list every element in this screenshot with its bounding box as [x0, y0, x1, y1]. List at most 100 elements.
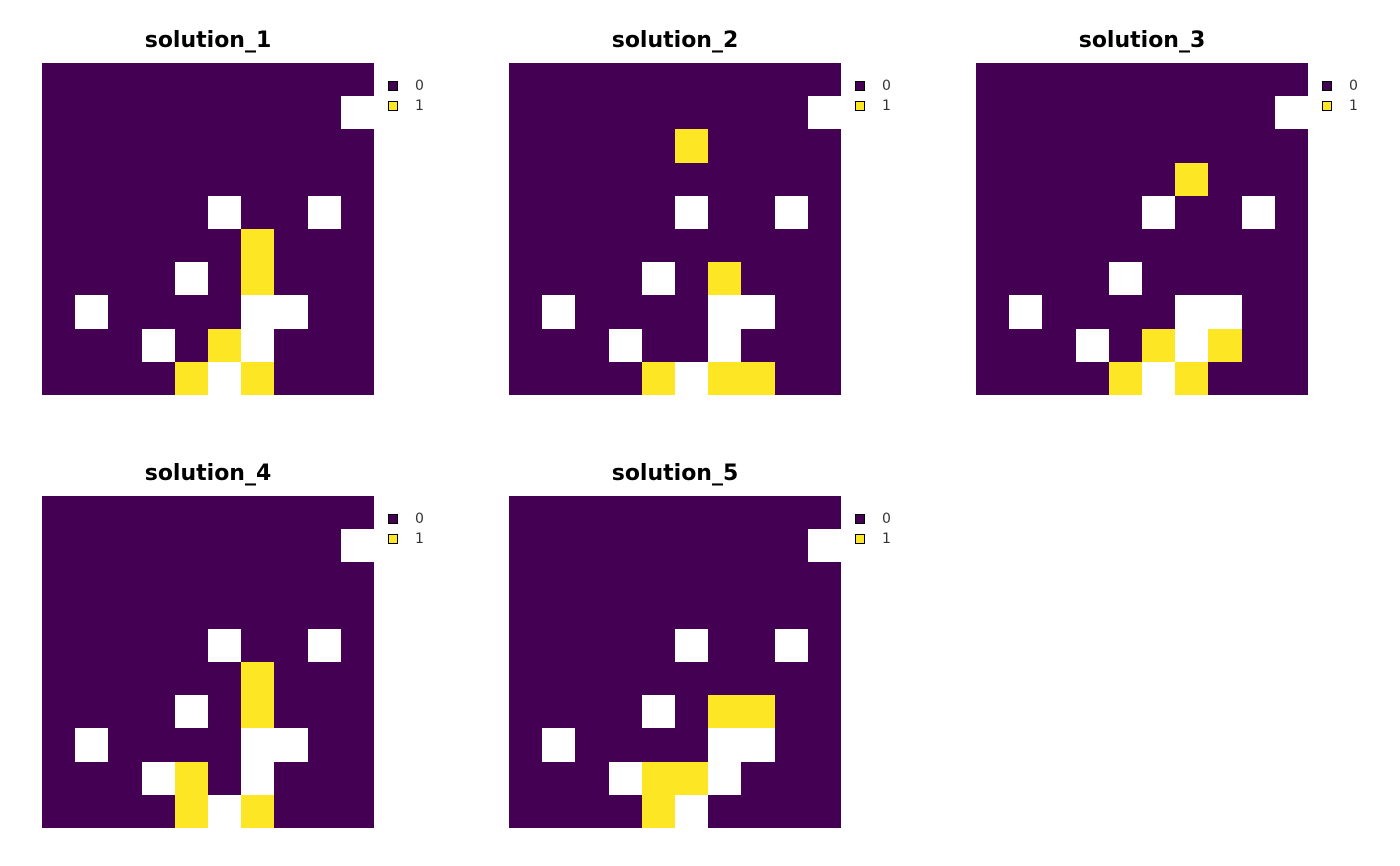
cell-r5-c4: [642, 229, 675, 262]
cell-r3-c0: [42, 163, 75, 196]
cell-r6-c8: [1242, 262, 1275, 295]
cell-r7-c6: [241, 295, 274, 329]
cell-r3-c8: [775, 163, 808, 196]
cell-r5-c2: [575, 662, 609, 695]
cell-r6-c9: [1275, 262, 1308, 295]
cell-r4-c6: [708, 629, 741, 662]
cell-r1-c0: [509, 529, 542, 562]
cell-r3-c9: [808, 596, 841, 629]
cell-r4-c2: [108, 196, 142, 229]
cell-r5-c3: [1076, 229, 1109, 262]
cell-r9-c4: [1109, 362, 1142, 395]
cell-r5-c1: [75, 662, 108, 695]
cell-r7-c4: [642, 728, 675, 762]
cell-r3-c4: [642, 596, 675, 629]
map-panel-5: solution_5 0 1: [509, 459, 929, 859]
cell-r6-c4: [1109, 262, 1142, 295]
cell-r0-c2: [575, 496, 609, 529]
cell-r7-c5: [208, 728, 241, 762]
cell-r2-c9: [808, 562, 841, 596]
cell-r5-c5: [208, 662, 241, 695]
cell-r6-c6: [708, 695, 741, 728]
cell-r3-c4: [642, 163, 675, 196]
cell-r8-c1: [75, 762, 108, 795]
cell-r5-c6: [241, 662, 274, 695]
cell-r1-c5: [675, 529, 708, 562]
legend-item-0: 0: [388, 76, 424, 96]
cell-r3-c7: [274, 163, 308, 196]
cell-r6-c7: [1208, 262, 1242, 295]
cell-r9-c1: [542, 795, 575, 828]
legend-swatch-1: [855, 101, 865, 111]
cell-r9-c5: [1142, 362, 1175, 395]
cell-r4-c5: [675, 196, 708, 229]
cell-r7-c9: [341, 728, 374, 762]
cell-r3-c4: [1109, 163, 1142, 196]
cell-r8-c3: [609, 762, 642, 795]
cell-r0-c4: [175, 63, 208, 96]
cell-r9-c3: [142, 795, 175, 828]
cell-r3-c1: [1009, 163, 1042, 196]
raster-grid: [42, 496, 374, 828]
cell-r0-c8: [308, 63, 341, 96]
cell-r9-c3: [142, 362, 175, 395]
cell-r4-c7: [1208, 196, 1242, 229]
cell-r6-c9: [808, 695, 841, 728]
cell-r0-c9: [808, 496, 841, 529]
cell-r1-c7: [741, 96, 775, 129]
cell-r6-c9: [341, 262, 374, 295]
cell-r2-c7: [274, 562, 308, 596]
cell-r7-c7: [741, 728, 775, 762]
cell-r0-c4: [642, 496, 675, 529]
cell-r4-c9: [808, 196, 841, 229]
cell-r7-c9: [341, 295, 374, 329]
cell-r5-c1: [75, 229, 108, 262]
cell-r2-c0: [509, 562, 542, 596]
cell-r3-c1: [542, 596, 575, 629]
cell-r7-c4: [175, 295, 208, 329]
legend-swatch-0: [1322, 81, 1332, 91]
cell-r1-c4: [642, 96, 675, 129]
cell-r6-c6: [708, 262, 741, 295]
cell-r6-c8: [308, 695, 341, 728]
cell-r5-c6: [1175, 229, 1208, 262]
cell-r4-c5: [675, 629, 708, 662]
cell-r1-c0: [976, 96, 1009, 129]
cell-r9-c5: [675, 795, 708, 828]
cell-r5-c6: [708, 229, 741, 262]
cell-r0-c5: [208, 496, 241, 529]
cell-r0-c5: [1142, 63, 1175, 96]
cell-r5-c8: [1242, 229, 1275, 262]
cell-r1-c4: [175, 529, 208, 562]
cell-r9-c3: [609, 795, 642, 828]
cell-r1-c1: [542, 529, 575, 562]
cell-r2-c1: [542, 562, 575, 596]
cell-r7-c6: [1175, 295, 1208, 329]
cell-r0-c1: [542, 496, 575, 529]
cell-r1-c3: [609, 529, 642, 562]
cell-r6-c5: [675, 262, 708, 295]
cell-r2-c3: [609, 129, 642, 163]
legend-label-1: 1: [415, 98, 424, 114]
cell-r9-c0: [976, 362, 1009, 395]
cell-r6-c8: [775, 695, 808, 728]
cell-r0-c6: [241, 63, 274, 96]
cell-r7-c4: [1109, 295, 1142, 329]
cell-r5-c3: [609, 229, 642, 262]
cell-r8-c1: [1009, 329, 1042, 362]
cell-r1-c9: [808, 96, 841, 129]
cell-r4-c6: [241, 196, 274, 229]
cell-r0-c9: [1275, 63, 1308, 96]
cell-r8-c2: [575, 762, 609, 795]
cell-r9-c7: [274, 795, 308, 828]
cell-r2-c0: [42, 562, 75, 596]
panel-title: solution_1: [144, 28, 272, 53]
cell-r8-c9: [1275, 329, 1308, 362]
cell-r7-c6: [241, 728, 274, 762]
legend-swatch-0: [388, 81, 398, 91]
cell-r9-c9: [808, 362, 841, 395]
cell-r2-c1: [1009, 129, 1042, 163]
cell-r3-c2: [108, 596, 142, 629]
cell-r9-c4: [175, 362, 208, 395]
cell-r0-c8: [1242, 63, 1275, 96]
